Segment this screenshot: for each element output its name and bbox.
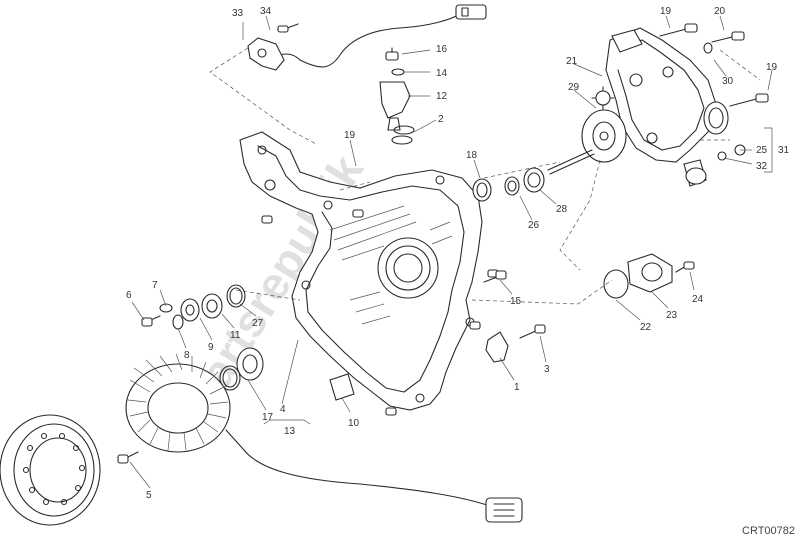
- rotor: [0, 414, 101, 526]
- callout-22: 22: [640, 322, 652, 333]
- callout-32: 32: [756, 161, 768, 172]
- shaft-seals: [472, 167, 545, 202]
- callout-28: 28: [556, 204, 568, 215]
- callout-2: 2: [438, 114, 444, 125]
- small-parts: [329, 270, 546, 401]
- callout-19-left: 19: [344, 130, 356, 141]
- left-bearings: [141, 284, 264, 391]
- cover-bolts: [261, 209, 499, 416]
- callout-10: 10: [348, 418, 360, 429]
- callout-9: 9: [208, 342, 214, 353]
- callout-17: 17: [262, 412, 274, 423]
- sensor-cable: [247, 4, 487, 71]
- callout-14: 14: [436, 68, 448, 79]
- callout-4: 4: [280, 404, 286, 415]
- callout-26: 26: [528, 220, 540, 231]
- callout-19-right: 19: [766, 62, 778, 73]
- generator-cover: [239, 131, 483, 411]
- callout-3: 3: [544, 364, 550, 375]
- callout-6: 6: [126, 290, 132, 301]
- callout-5: 5: [146, 490, 152, 501]
- callout-20: 20: [714, 6, 726, 17]
- callout-33: 33: [232, 8, 244, 19]
- pickup-sensor: [379, 47, 415, 145]
- callout-7: 7: [152, 280, 158, 291]
- callout-29: 29: [568, 82, 580, 93]
- inspection-cover: [603, 253, 695, 299]
- callout-8: 8: [184, 350, 190, 361]
- callout-23: 23: [666, 310, 678, 321]
- assembly-guides: [209, 47, 761, 305]
- callout-18: 18: [466, 150, 478, 161]
- stator: [117, 353, 523, 523]
- callout-11: 11: [230, 330, 241, 341]
- callout-25: 25: [756, 145, 768, 156]
- callout-24: 24: [692, 294, 704, 305]
- callout-labels: 33 34 16 14 12 2 19 18 26 28 21 29 19 20…: [126, 6, 790, 501]
- callout-13: 13: [284, 426, 296, 437]
- callout-1: 1: [514, 382, 520, 393]
- callout-16: 16: [436, 44, 448, 55]
- leader-lines: [129, 15, 773, 489]
- callout-31: 31: [778, 145, 790, 156]
- callout-27: 27: [252, 318, 264, 329]
- water-pump: [547, 23, 769, 187]
- drawing-code: CRT00782: [742, 525, 795, 537]
- callout-34: 34: [260, 6, 272, 17]
- callout-19-top: 19: [660, 6, 672, 17]
- callout-30: 30: [722, 76, 734, 87]
- callout-15: 15: [510, 296, 522, 307]
- callout-21: 21: [566, 56, 578, 67]
- callout-12: 12: [436, 91, 448, 102]
